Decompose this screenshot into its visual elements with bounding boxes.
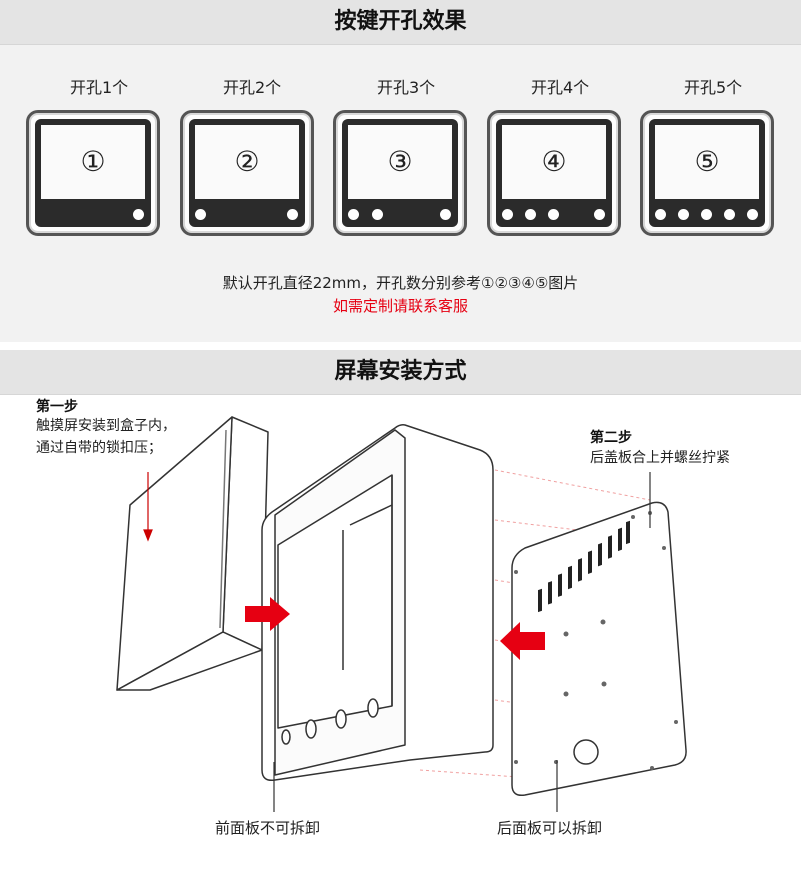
button-hole: [133, 209, 144, 220]
install-title: 屏幕安装方式: [0, 350, 801, 395]
back-cover: [511, 501, 687, 797]
device-3-holes: ③: [333, 110, 467, 236]
button-hole: [747, 209, 758, 220]
device-number: ②: [195, 125, 299, 199]
device-number: ⑤: [655, 125, 759, 199]
step2-text: 后盖板合上并螺丝拧紧: [590, 450, 730, 466]
hole-options-title: 按键开孔效果: [0, 0, 801, 45]
button-hole: [548, 209, 559, 220]
device-number: ④: [502, 125, 606, 199]
button-hole: [502, 209, 513, 220]
button-hole: [724, 209, 735, 220]
step2-title: 第二步: [590, 430, 632, 446]
back-panel-caption: 后面板可以拆卸: [497, 819, 603, 837]
step1-text-line1: 触摸屏安装到盒子内，: [36, 418, 176, 434]
option-label-2: 开孔2个: [223, 78, 282, 97]
custom-note: 如需定制请联系客服: [332, 297, 468, 315]
device-1-hole: ①: [26, 110, 160, 236]
button-hole: [348, 209, 359, 220]
vent-slots: [538, 520, 630, 613]
device-number: ①: [41, 125, 145, 199]
device-4-holes: ④: [487, 110, 621, 236]
button-hole: [525, 209, 536, 220]
button-hole: [372, 209, 383, 220]
step1-text-line2: 通过自带的锁扣压；: [36, 440, 162, 456]
button-hole: [287, 209, 298, 220]
option-label-5: 开孔5个: [684, 78, 743, 97]
button-hole: [701, 209, 712, 220]
front-panel-caption: 前面板不可拆卸: [215, 819, 321, 837]
device-number: ③: [348, 125, 452, 199]
down-arrow-icon: [143, 472, 153, 542]
option-label-3: 开孔3个: [377, 78, 436, 97]
screw-holes: [514, 511, 678, 770]
button-hole: [594, 209, 605, 220]
option-label-1: 开孔1个: [70, 78, 129, 97]
step1-title: 第一步: [36, 399, 78, 415]
button-hole: [655, 209, 666, 220]
hole-note: 默认开孔直径22mm，开孔数分别参考①②③④⑤图片: [222, 274, 579, 292]
option-label-4: 开孔4个: [531, 78, 590, 97]
device-2-holes: ②: [180, 110, 314, 236]
button-hole: [678, 209, 689, 220]
leader-lines: [273, 472, 651, 812]
watermark: 定灵造物: [205, 558, 462, 626]
left-arrow-icon: [500, 622, 545, 660]
button-hole: [195, 209, 206, 220]
button-hole: [440, 209, 451, 220]
device-5-holes: ⑤: [640, 110, 774, 236]
